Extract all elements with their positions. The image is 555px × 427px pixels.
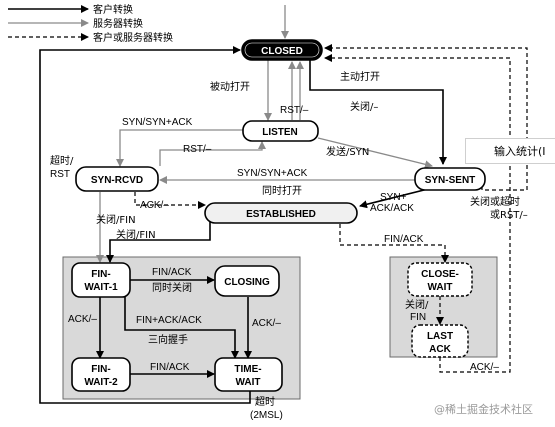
label-fin-ack-fw2: FIN/ACK [150, 362, 190, 373]
state-closing: CLOSING [214, 265, 280, 297]
label-ack-fw1: ACK/– [68, 314, 97, 325]
close-wait-label-b: WAIT [428, 282, 453, 293]
last-ack-label-b: ACK [429, 344, 451, 355]
state-close-wait: CLOSE- WAIT [407, 262, 473, 297]
legend-client-label: 客户转换 [93, 3, 133, 16]
fin-wait-2-label-b: WAIT-2 [84, 377, 118, 388]
label-timeout-2msl-a: 超时 [255, 395, 275, 408]
fin-wait-1-label-b: WAIT-1 [84, 282, 118, 293]
fin-wait-1-label-a: FIN- [91, 269, 110, 280]
closed-label: CLOSED [261, 46, 303, 57]
label-ack-closing: ACK/– [252, 318, 281, 329]
state-syn-rcvd: SYN-RCVD [75, 166, 159, 192]
label-ack-ack: ACK/ACK [370, 203, 414, 214]
watermark-text: @稀土掘金技术社区 [434, 403, 533, 416]
state-established: ESTABLISHED [204, 202, 358, 224]
label-timeout: 超时/ [50, 154, 74, 167]
label-active-open: 主动打开 [340, 70, 380, 83]
state-listen: LISTEN [242, 120, 319, 142]
label-timeout-2msl-b: (2MSL) [250, 410, 283, 421]
syn-sent-label: SYN-SENT [425, 175, 476, 186]
state-fin-wait-2: FIN- WAIT-2 [71, 357, 131, 392]
label-rst-listen: RST/– [280, 105, 309, 116]
listen-label: LISTEN [262, 127, 298, 138]
time-wait-label-b: WAIT [236, 377, 261, 388]
label-rst: RST [50, 169, 70, 180]
legend-server-label: 服务器转换 [93, 17, 143, 30]
label-simultaneous-close: 同时关闭 [152, 281, 192, 294]
label-or-rst: 或RST/– [490, 209, 528, 221]
established-label: ESTABLISHED [246, 209, 316, 220]
state-last-ack: LAST ACK [411, 324, 469, 358]
label-close-fin-2: 关闭/FIN [116, 228, 156, 241]
transition-lines [39, 5, 528, 404]
state-fin-wait-1: FIN- WAIT-1 [71, 262, 131, 298]
label-passive-open: 被动打开 [210, 80, 250, 93]
label-ack-dash: ACK/– [140, 200, 169, 211]
label-close-timeout: 关闭或超时 [470, 195, 520, 208]
legend-both-label: 客户或服务器转换 [93, 31, 173, 44]
label-syn-synack-2: SYN/SYN+ACK [237, 168, 308, 179]
label-ack-lastack: ACK/– [470, 362, 499, 373]
input-stats-tooltip[interactable]: 输入统计(I [465, 138, 555, 164]
label-syn-plus: SYN+ [380, 192, 407, 203]
state-closed: CLOSED [241, 39, 323, 61]
label-rst-synrcvd: RST/– [183, 144, 212, 155]
label-fin-ack-ack: FIN+ACK/ACK [136, 315, 202, 326]
state-syn-sent: SYN-SENT [414, 167, 486, 191]
label-close-fin-cw-a: 关闭/ [405, 298, 429, 311]
label-send-syn: 发送/SYN [326, 145, 369, 158]
label-close-fin-cw-b: FIN [410, 312, 426, 323]
label-syn-synack: SYN/SYN+ACK [122, 117, 193, 128]
label-close-fin-1: 关闭/FIN [96, 213, 136, 226]
label-three-way: 三向握手 [148, 333, 188, 346]
legend: 客户转换 服务器转换 客户或服务器转换 [8, 3, 173, 44]
syn-rcvd-label: SYN-RCVD [91, 175, 143, 186]
transition-labels: 被动打开 主动打开 RST/– 关闭/– SYN/SYN+ACK RST/– 发… [50, 70, 528, 421]
state-time-wait: TIME- WAIT [214, 357, 283, 392]
label-close-listen: 关闭/– [350, 100, 378, 113]
last-ack-label-a: LAST [427, 331, 453, 342]
label-fin-ack-closing: FIN/ACK [152, 267, 192, 278]
label-simultaneous-open: 同时打开 [262, 184, 302, 197]
label-fin-ack-estab: FIN/ACK [384, 234, 424, 245]
fin-wait-2-label-a: FIN- [91, 364, 110, 375]
closing-label: CLOSING [224, 277, 270, 288]
close-wait-label-a: CLOSE- [421, 269, 459, 280]
time-wait-label-a: TIME- [234, 364, 261, 375]
